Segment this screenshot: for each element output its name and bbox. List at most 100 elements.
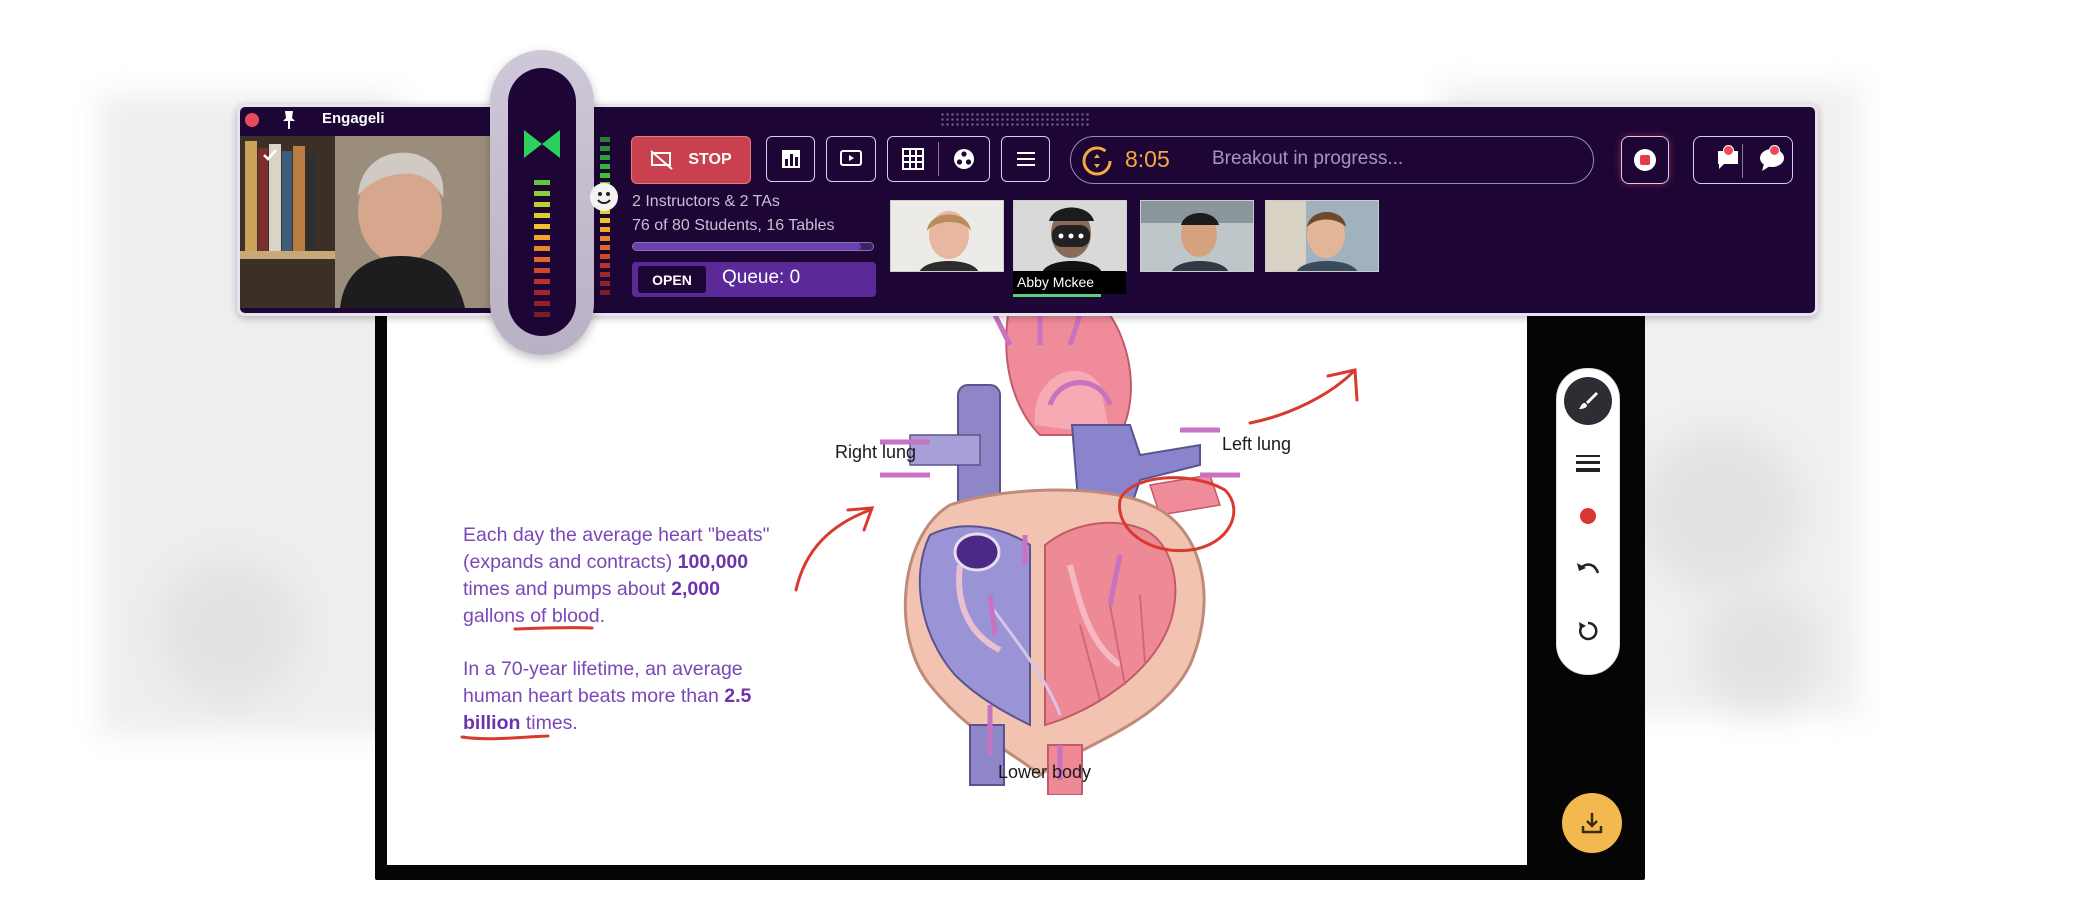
- mic-level-segment: [600, 236, 610, 241]
- button-group-divider: [938, 142, 939, 176]
- level-segment: [534, 257, 550, 262]
- breakout-timer-pill: [1070, 136, 1594, 184]
- attendance-progress: [632, 242, 874, 251]
- hamburger-icon: [1016, 152, 1035, 166]
- label-right-lung: Right lung: [835, 442, 917, 462]
- heart-diagram: [880, 310, 1240, 795]
- download-button[interactable]: [1562, 793, 1622, 853]
- reset-button[interactable]: [1568, 614, 1608, 648]
- mic-level-segment: [600, 290, 610, 295]
- background-blob: [1700, 590, 1820, 710]
- fact-text: gallons of blood.: [463, 605, 606, 627]
- heart-fact-paragraph-1: Each day the average heart "beats" (expa…: [463, 522, 783, 630]
- breakout-status: Breakout in progress...: [1212, 148, 1404, 169]
- grid-icon: [902, 148, 924, 170]
- menu-button[interactable]: [1001, 136, 1050, 182]
- tables-view-button[interactable]: [940, 136, 988, 182]
- level-segment: [534, 191, 550, 196]
- drawing-toolbar: [1556, 368, 1620, 675]
- heart-fact-paragraph-2: In a 70-year lifetime, an average human …: [463, 656, 783, 737]
- chat-button-group: [1693, 136, 1793, 184]
- queue-count: Queue: 0: [722, 267, 801, 288]
- queue-open-toggle[interactable]: OPEN: [638, 266, 706, 293]
- brush-tool-button[interactable]: [1564, 377, 1612, 425]
- drag-handle[interactable]: [940, 112, 1090, 126]
- background-blob: [1640, 430, 1800, 590]
- present-button[interactable]: [826, 136, 876, 182]
- record-button[interactable]: [1621, 136, 1669, 184]
- participant-name-label: Abby Mckee: [1013, 271, 1126, 294]
- instructor-avatar: [240, 136, 490, 308]
- raise-hand-chat-button[interactable]: [1708, 142, 1748, 178]
- app-title: Engageli: [322, 110, 385, 127]
- fact-text: Each day the average heart "beats" (expa…: [463, 524, 770, 573]
- pin-icon[interactable]: [280, 110, 298, 130]
- participant-thumbnail[interactable]: [1013, 200, 1127, 272]
- breakout-timer: 8:05: [1125, 146, 1170, 172]
- close-window-button[interactable]: [245, 113, 259, 127]
- stop-breakout-button[interactable]: STOP: [631, 136, 751, 184]
- instructor-video[interactable]: [240, 136, 490, 308]
- fact-number-beats: 100,000: [677, 551, 749, 573]
- smiley-icon: [597, 192, 611, 204]
- play-screen-icon: [840, 150, 862, 166]
- undo-button[interactable]: [1568, 553, 1608, 587]
- mic-level-segment: [600, 263, 610, 268]
- fact-number-gallons: 2,000: [671, 578, 720, 600]
- poll-button[interactable]: [766, 136, 815, 182]
- screen-off-icon: [650, 150, 674, 170]
- mic-level-segment: [600, 137, 610, 142]
- timer-icon[interactable]: [1081, 145, 1113, 177]
- line-weight-button[interactable]: [1568, 447, 1608, 481]
- mic-level-segment: [600, 164, 610, 169]
- participant-thumbnail[interactable]: [1265, 200, 1379, 272]
- student-summary: 76 of 80 Students, 16 Tables: [632, 217, 835, 234]
- mic-level-segment: [600, 254, 610, 259]
- grid-view-button[interactable]: [889, 136, 937, 182]
- level-segment: [534, 279, 550, 284]
- fact-text: times.: [520, 712, 578, 734]
- level-segment: [534, 213, 550, 218]
- line-weight-icon: [1576, 455, 1600, 472]
- attendance-progress-fill: [633, 243, 861, 250]
- mic-level-segment: [600, 209, 610, 214]
- speaking-indicator: [1013, 294, 1101, 297]
- level-segment: [534, 235, 550, 240]
- circles-icon: [954, 149, 974, 169]
- reset-icon: [1579, 621, 1598, 641]
- bar-chart-icon: [781, 150, 800, 168]
- reaction-button[interactable]: [590, 183, 618, 211]
- participant-avatar: [1266, 201, 1378, 271]
- mic-level-segment: [600, 155, 610, 160]
- notification-badge: [1723, 145, 1734, 156]
- participant-avatar: [1014, 201, 1126, 271]
- label-left-lung: Left lung: [1222, 434, 1292, 454]
- fact-number-lifetime: 2.5 billion: [463, 685, 752, 734]
- bowtie-icon: [524, 130, 560, 158]
- level-segment: [534, 268, 550, 273]
- level-segment: [534, 290, 550, 295]
- staff-summary: 2 Instructors & 2 TAs: [632, 193, 780, 210]
- level-segment: [534, 246, 550, 251]
- level-segment: [534, 224, 550, 229]
- raise-hand-chat-icon: [1718, 151, 1738, 169]
- pen-color-button[interactable]: [1568, 499, 1608, 533]
- level-segment: [534, 180, 550, 185]
- layout-button-group: [887, 136, 990, 182]
- background-blob: [160, 560, 300, 700]
- mic-level-segment: [600, 218, 610, 223]
- button-group-divider: [1742, 144, 1743, 178]
- participant-thumbnail[interactable]: [1140, 200, 1254, 272]
- stop-label: STOP: [688, 151, 732, 168]
- undo-icon: [1577, 563, 1600, 574]
- mic-level-segment: [600, 227, 610, 232]
- record-icon: [1634, 149, 1656, 171]
- level-segment: [534, 202, 550, 207]
- mic-level-segment: [600, 173, 610, 178]
- participant-avatar: [891, 201, 1003, 271]
- red-color-icon: [1580, 508, 1596, 524]
- level-segment: [534, 312, 550, 317]
- participant-thumbnail[interactable]: [890, 200, 1004, 272]
- mic-level-segment: [600, 281, 610, 286]
- download-icon: [1581, 813, 1603, 834]
